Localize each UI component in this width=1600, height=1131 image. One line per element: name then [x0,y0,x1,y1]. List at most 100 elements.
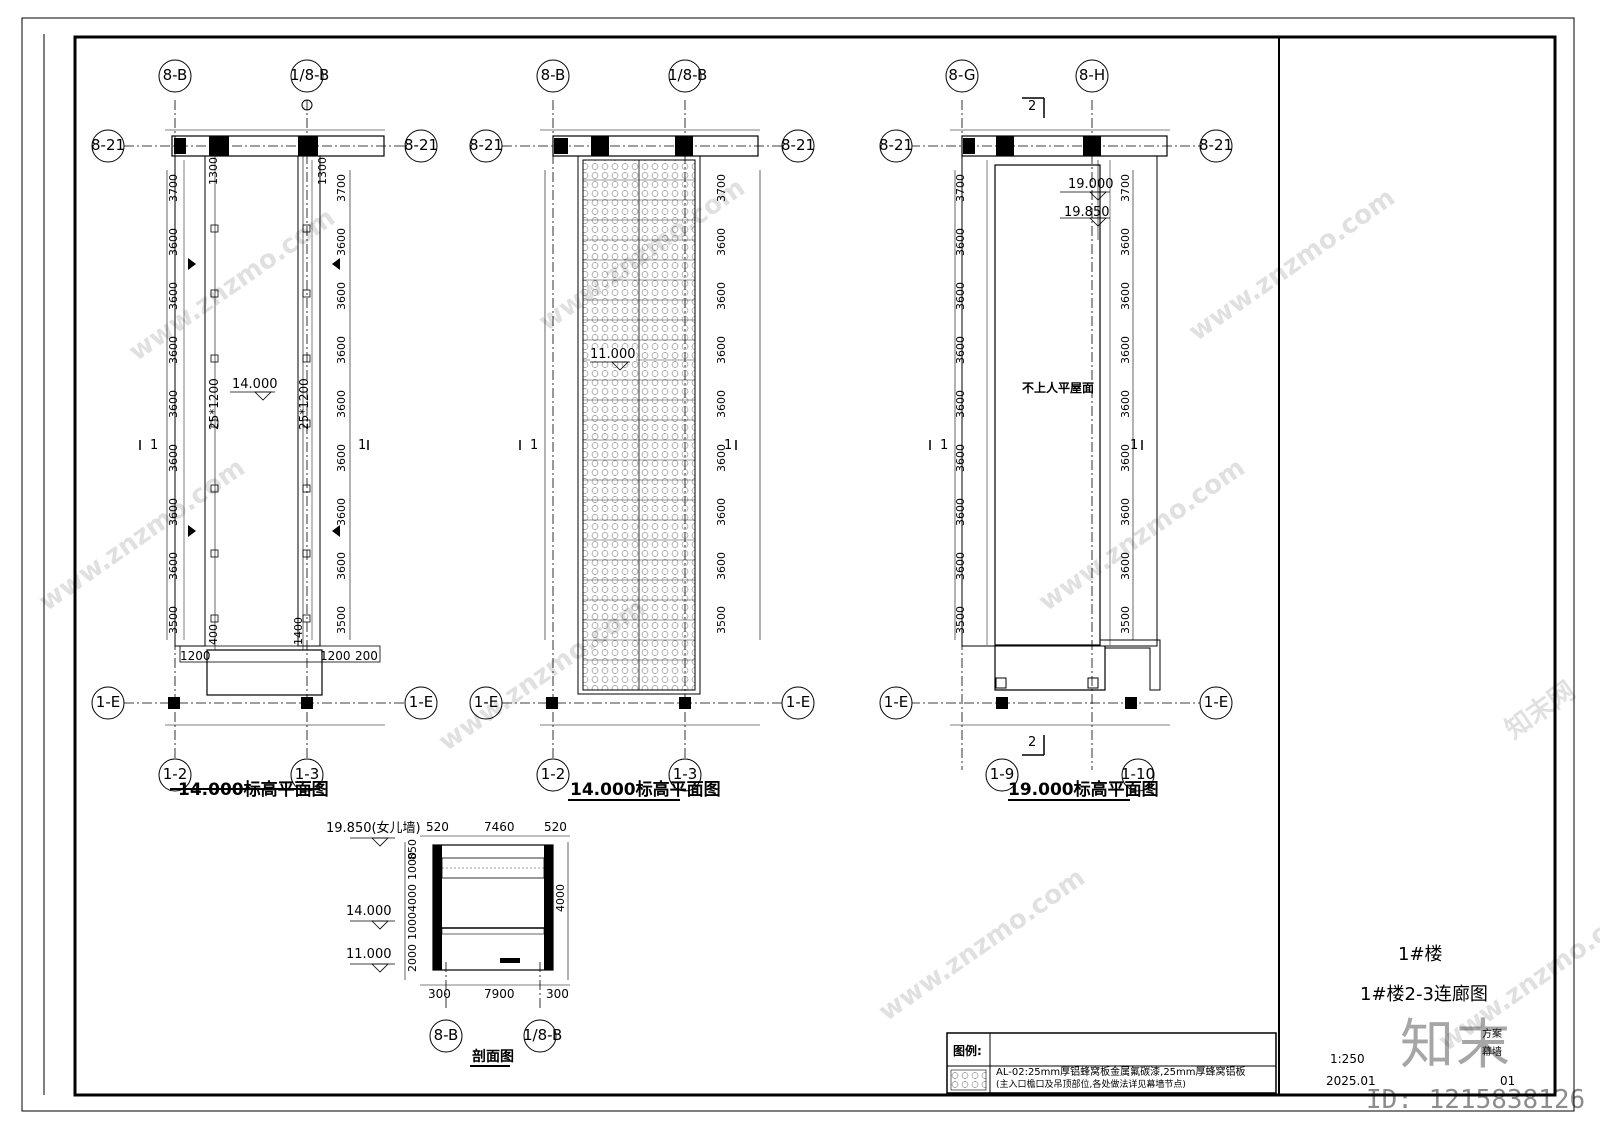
grid-label: 1-2 [540,765,566,783]
plan-2 [469,59,815,801]
dim-label: 7460 [484,820,515,834]
dim-label: 200 [355,649,378,663]
dim-label: 3600 [954,228,967,256]
level-label: 14.000 [232,377,278,392]
legend-block [946,1032,1277,1094]
grid-label: 8-B [162,66,188,84]
dim-label: 3600 [167,552,180,580]
dim-label: 3600 [954,282,967,310]
legend-text-2: (主入口檐口及吊顶部位,各处做法详见幕墙节点) [996,1080,1186,1090]
dim-label: 3600 [954,390,967,418]
dim-label: 3500 [335,606,348,634]
grid-label: 1-E [473,693,499,711]
section-mark: 2 [1028,735,1037,750]
plan-title: 14.000标高平面图 [570,780,721,800]
dim-label: 1200 [320,649,351,663]
dim-label: 3500 [167,606,180,634]
plan-1 [91,59,438,792]
level-label: 19.850 [1064,205,1110,220]
dim-label: 3600 [335,498,348,526]
grid-label: 8-21 [469,136,504,154]
dim-label: 1300 [316,157,329,185]
dim-label: 3600 [1119,390,1132,418]
dim-label: 300 [428,987,451,1001]
dim-label: 1000 [406,852,419,880]
grid-label: 1/8-B [290,66,330,84]
section-view [350,835,570,1067]
dim-label: 3600 [715,228,728,256]
dim-label: 3600 [167,444,180,472]
level-label: 19.850(女儿墙) [326,821,421,836]
section-mark: 1 [530,438,539,453]
dim-label: 1300 [207,157,220,185]
dim-label: 3600 [954,552,967,580]
grid-label: 1-3 [672,765,698,783]
dim-label: 300 [546,987,569,1001]
dim-label: 1400 [292,617,305,645]
grid-label: 1-9 [989,765,1015,783]
dim-label: 3600 [335,444,348,472]
dim-label: 3600 [715,336,728,364]
grid-label: 1-3 [294,765,320,783]
dim-label: 3600 [715,444,728,472]
dim-label: 3600 [954,444,967,472]
discipline-label: 幕墙 [1482,1047,1502,1058]
sheet-number: 01 [1500,1074,1516,1088]
section-mark: 1 [358,438,367,453]
dim-label: 1000 [406,912,419,940]
building-name: 1#楼 [1398,944,1443,965]
grid-label: 8-B [433,1026,459,1044]
dim-label: 400 [207,624,220,645]
grid-label: 1/8-B [523,1026,563,1044]
dim-label: 3600 [167,390,180,418]
scale-label: 1:250 [1330,1052,1365,1066]
dim-label: 3600 [715,498,728,526]
plan-title: 19.000标高平面图 [1008,780,1159,800]
legend-text-1: AL-02:25mm厚铝蜂窝板金属氟碳漆,25mm厚蜂窝铝板 [996,1067,1246,1078]
grid-label: 1-E [1203,693,1229,711]
dim-label: 3600 [167,336,180,364]
section-mark: 1 [1130,438,1139,453]
dim-label: 3600 [167,498,180,526]
dim-label: 1200 [180,649,211,663]
dim-label: 4000 [554,884,567,912]
spacing-label: 25*1200 [207,378,221,430]
plan-title: 14.000标高平面图 [178,780,329,800]
stage-label: 方案 [1482,1029,1502,1040]
grid-label: 8-21 [781,136,816,154]
section-mark: 1 [724,438,733,453]
dim-label: 3700 [1119,174,1132,202]
grid-label: 1/8-B [668,66,708,84]
outer-border [21,17,1575,1112]
level-label: 11.000 [346,947,392,962]
dim-label: 3600 [1119,498,1132,526]
grid-label: 1-E [408,693,434,711]
dim-label: 3600 [335,390,348,418]
grid-label: 8-21 [91,136,126,154]
dim-label: 3600 [335,552,348,580]
grid-label: 8-B [540,66,566,84]
section-mark: 1 [150,438,159,453]
dim-label: 3600 [167,282,180,310]
grid-label: 1-E [785,693,811,711]
brand-logo: 知末 [1400,1013,1512,1076]
grid-label: 1-E [95,693,121,711]
dim-label: 3500 [954,606,967,634]
section-mark: 2 [1028,99,1037,114]
dim-label: 3700 [715,174,728,202]
level-label: 11.000 [590,347,636,362]
dim-label: 3600 [335,336,348,364]
legend-label: 图例: [953,1044,982,1058]
date-label: 2025.01 [1326,1074,1376,1088]
roof-note: 不上人平屋面 [1022,381,1095,395]
dim-label: 4000 [406,884,419,912]
spacing-label: 25*1200 [297,378,311,430]
dim-label: 3600 [335,228,348,256]
dim-label: 3600 [715,390,728,418]
plan-3 [879,59,1233,801]
grid-label: 8-21 [879,136,914,154]
dim-label: 3600 [167,228,180,256]
grid-label: 1-E [883,693,909,711]
dim-label: 3700 [167,174,180,202]
